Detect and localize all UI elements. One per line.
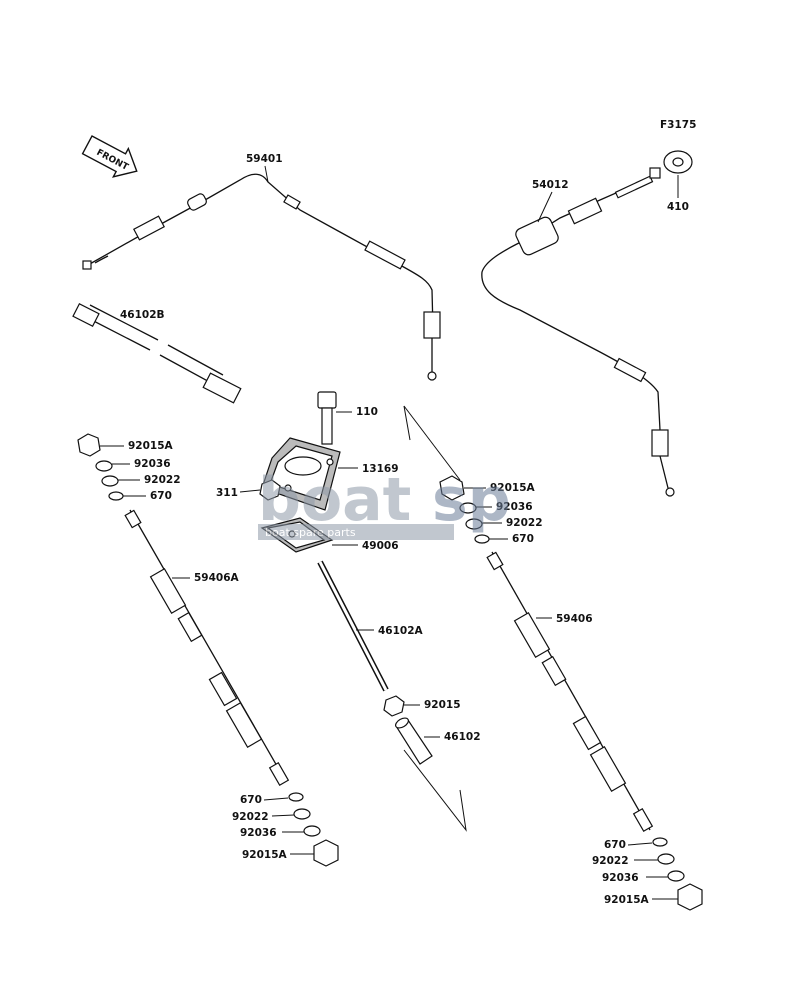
label-46102b: 46102B: [120, 309, 165, 321]
label-59406: 59406: [556, 613, 593, 625]
label-left-bot-92015a: 92015A: [242, 849, 288, 861]
nut-311: [259, 479, 281, 501]
watermark-tagline: boat spare parts: [265, 526, 356, 539]
label-right-top-92015a: 92015A: [490, 482, 536, 494]
label-right-top-670: 670: [512, 533, 534, 545]
gasket-13169: [261, 437, 341, 511]
label-left-bot-670: 670: [240, 794, 262, 806]
label-left-bot-92036: 92036: [240, 827, 277, 839]
left-bottom-hardware: [288, 792, 339, 867]
figure-code: F3175: [660, 119, 696, 131]
label-110: 110: [356, 406, 378, 418]
label-right-bot-92022: 92022: [592, 855, 629, 867]
label-left-top-92036: 92036: [134, 458, 171, 470]
label-13169: 13169: [362, 463, 399, 475]
tube-46102b: [72, 302, 242, 404]
label-right-bot-92015a: 92015A: [604, 894, 650, 906]
nut-92015: [383, 695, 405, 717]
sleeve-46102: [395, 717, 433, 765]
label-49006: 49006: [362, 540, 399, 552]
label-59406a: 59406A: [194, 572, 240, 584]
washer-410: [663, 150, 693, 174]
label-92015: 92015: [424, 699, 461, 711]
rod-46102a: [317, 560, 389, 692]
watermark-logo: boat sp boat spare parts: [258, 465, 511, 540]
label-54012: 54012: [532, 179, 569, 191]
left-top-hardware: [77, 433, 124, 501]
label-right-top-92022: 92022: [506, 517, 543, 529]
label-left-top-92022: 92022: [144, 474, 181, 486]
label-410: 410: [667, 201, 689, 213]
throttle-cable-59401: [82, 173, 441, 381]
right-top-hardware: [439, 475, 490, 544]
cable-59406: [486, 551, 654, 832]
bolt-110: [317, 391, 337, 445]
label-left-top-92015a: 92015A: [128, 440, 174, 452]
label-46102a: 46102A: [378, 625, 424, 637]
watermark-word-b: sp: [432, 465, 511, 535]
label-right-bot-670: 670: [604, 839, 626, 851]
choke-cable-54012: [481, 167, 675, 497]
label-left-top-670: 670: [150, 490, 172, 502]
label-left-bot-92022: 92022: [232, 811, 269, 823]
label-right-top-92036: 92036: [496, 501, 533, 513]
label-311: 311: [216, 487, 238, 499]
label-46102: 46102: [444, 731, 481, 743]
label-right-bot-92036: 92036: [602, 872, 639, 884]
watermark-word-a: boat: [258, 465, 411, 535]
label-59401: 59401: [246, 153, 283, 165]
cable-59406a: [124, 509, 290, 786]
right-bottom-hardware: [652, 837, 703, 911]
front-arrow-icon: FRONT: [81, 135, 138, 178]
